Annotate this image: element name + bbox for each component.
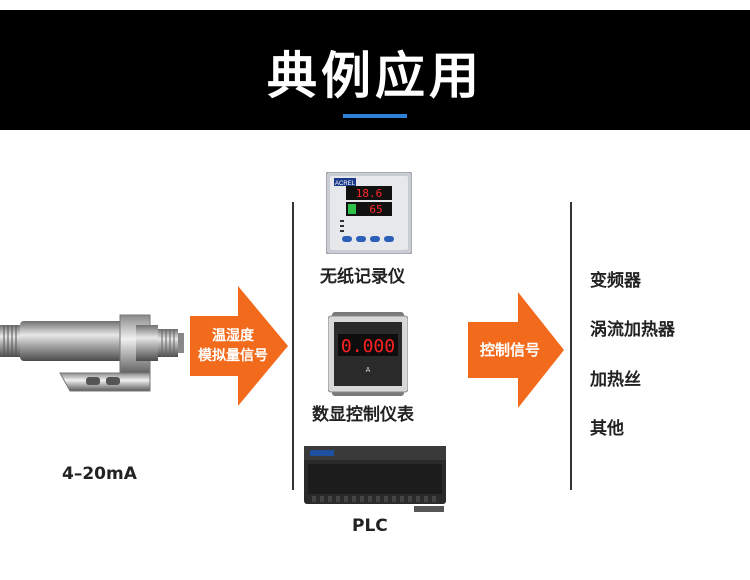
output-item-inverter: 变频器 bbox=[590, 271, 641, 291]
title-underline bbox=[343, 114, 407, 118]
output-item-heating-wire: 加热丝 bbox=[590, 370, 641, 390]
digital-display-meter-image: 0.000 A bbox=[328, 312, 408, 396]
recorder-display-bottom: 65 bbox=[369, 203, 382, 216]
analog-signal-line2: 模拟量信号 bbox=[198, 348, 268, 364]
sensor-signal-label: 4–20mA bbox=[62, 464, 137, 484]
header-banner: 典例应用 bbox=[0, 10, 750, 130]
device-label-digital-meter: 数显控制仪表 bbox=[312, 405, 414, 425]
analog-signal-arrow bbox=[190, 286, 288, 406]
svg-text:A: A bbox=[366, 367, 371, 374]
temperature-humidity-sensor-image bbox=[0, 314, 184, 392]
output-item-other: 其他 bbox=[590, 419, 624, 439]
analog-signal-line1: 温湿度 bbox=[212, 328, 254, 344]
output-item-eddy-heater: 涡流加热器 bbox=[590, 320, 675, 340]
paperless-recorder-image: ACREL 18.6 65 bbox=[326, 172, 412, 254]
device-label-plc: PLC bbox=[352, 516, 388, 536]
control-signal-arrow bbox=[468, 292, 564, 408]
page-title: 典例应用 bbox=[267, 47, 483, 105]
meter-display: 0.000 bbox=[341, 336, 395, 357]
plc-image bbox=[304, 446, 446, 512]
right-divider bbox=[570, 202, 572, 490]
device-label-paperless-recorder: 无纸记录仪 bbox=[320, 267, 405, 287]
analog-signal-text: 温湿度 模拟量信号 bbox=[190, 326, 276, 366]
recorder-brand: ACREL bbox=[335, 181, 356, 187]
recorder-display-top: 18.6 bbox=[356, 187, 383, 200]
left-divider bbox=[292, 202, 294, 490]
control-signal-text: 控制信号 bbox=[479, 341, 540, 359]
